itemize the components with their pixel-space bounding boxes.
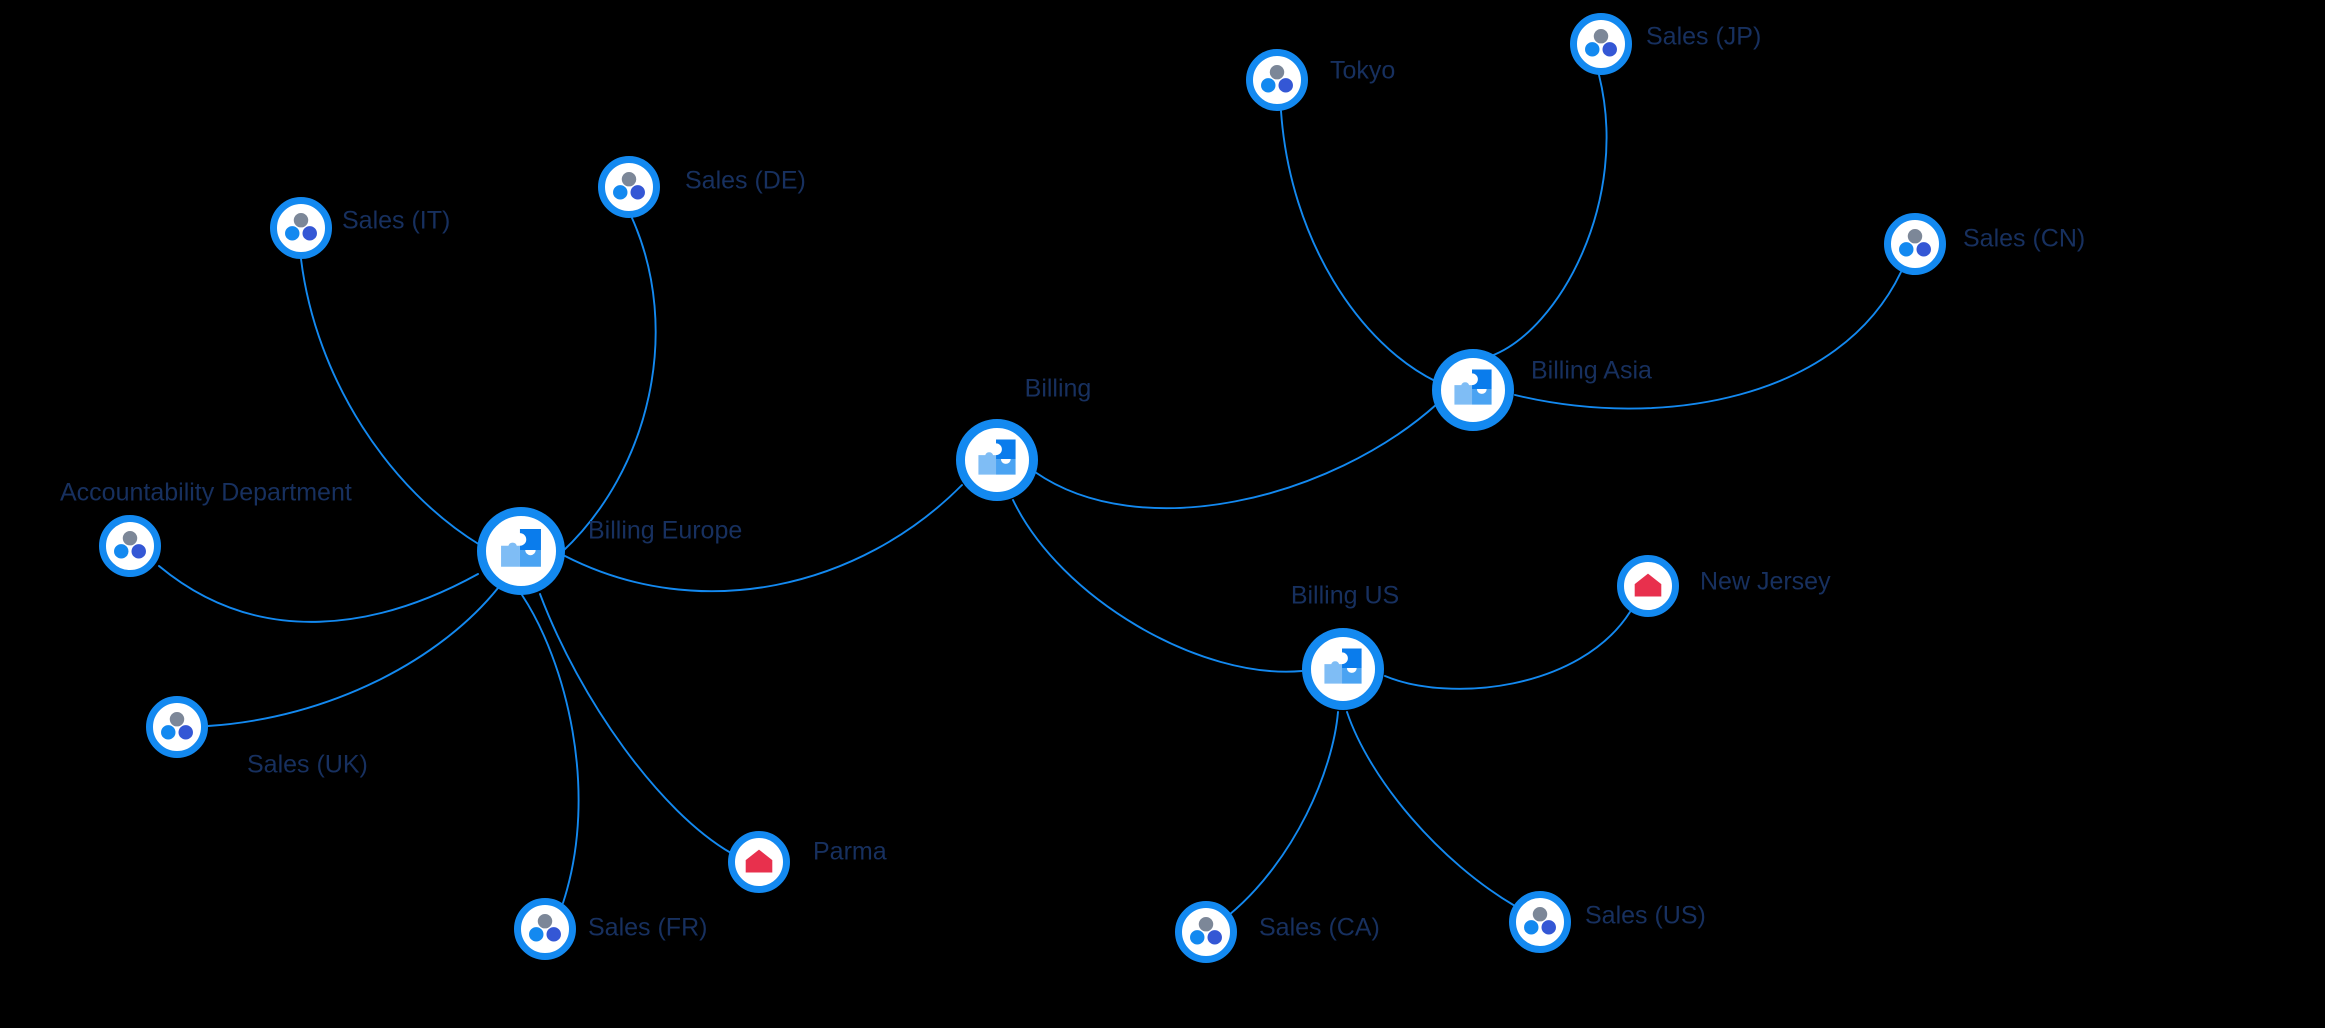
node-ring[interactable]	[1509, 891, 1571, 953]
graph-node-sales-ca[interactable]	[1175, 901, 1237, 963]
node-ring[interactable]	[146, 696, 208, 758]
graph-node-billing-us[interactable]	[1302, 628, 1384, 710]
graph-node-sales-it[interactable]	[270, 197, 332, 259]
node-ring[interactable]	[514, 898, 576, 960]
graph-node-sales-jp[interactable]	[1570, 13, 1632, 75]
node-ring[interactable]	[270, 197, 332, 259]
graph-edge[interactable]	[1012, 499, 1303, 673]
graph-edge[interactable]	[561, 217, 657, 553]
graph-node-sales-de[interactable]	[598, 156, 660, 218]
nodes-layer[interactable]	[99, 13, 1946, 963]
graph-node-new-jersey[interactable]	[1617, 555, 1679, 617]
graph-edge[interactable]	[1514, 271, 1902, 410]
node-label-billing-asia: Billing Asia	[1531, 357, 1652, 385]
graph-node-sales-uk[interactable]	[146, 696, 208, 758]
graph-edge[interactable]	[564, 484, 963, 593]
graph-edge[interactable]	[1490, 74, 1608, 357]
graph-node-billing-asia[interactable]	[1432, 349, 1514, 431]
node-label-billing: Billing	[1025, 375, 1092, 403]
node-label-billing-europe: Billing Europe	[588, 517, 742, 545]
node-ring[interactable]	[1884, 213, 1946, 275]
node-label-sales-uk: Sales (UK)	[247, 751, 368, 779]
node-label-sales-cn: Sales (CN)	[1963, 225, 2085, 253]
node-ring[interactable]	[99, 515, 161, 577]
graph-node-sales-cn[interactable]	[1884, 213, 1946, 275]
graph-edge[interactable]	[521, 594, 580, 904]
node-label-sales-fr: Sales (FR)	[588, 914, 707, 942]
graph-edge[interactable]	[1034, 403, 1438, 509]
graph-edge[interactable]	[1228, 711, 1339, 916]
graph-edge[interactable]	[300, 258, 481, 546]
graph-node-sales-fr[interactable]	[514, 898, 576, 960]
graph-edge[interactable]	[207, 587, 499, 727]
graph-node-accountability[interactable]	[99, 515, 161, 577]
node-ring[interactable]	[1570, 13, 1632, 75]
node-label-parma: Parma	[813, 838, 887, 866]
node-label-new-jersey: New Jersey	[1700, 568, 1831, 596]
node-label-billing-us: Billing US	[1291, 582, 1399, 610]
node-label-sales-de: Sales (DE)	[685, 167, 806, 195]
graph-edge[interactable]	[1280, 110, 1438, 383]
edges-layer	[158, 74, 1902, 916]
graph-node-parma[interactable]	[728, 831, 790, 893]
node-label-accountability: Accountability Department	[60, 479, 352, 507]
graph-edge[interactable]	[158, 565, 479, 623]
node-label-sales-us: Sales (US)	[1585, 902, 1706, 930]
node-label-sales-ca: Sales (CA)	[1259, 914, 1380, 942]
graph-edge[interactable]	[1346, 711, 1516, 907]
node-ring[interactable]	[1175, 901, 1237, 963]
graph-edge[interactable]	[539, 593, 732, 854]
graph-node-sales-us[interactable]	[1509, 891, 1571, 953]
graph-node-billing[interactable]	[956, 419, 1038, 501]
graph-node-billing-europe[interactable]	[477, 507, 565, 595]
graph-edge[interactable]	[1384, 611, 1631, 690]
node-ring[interactable]	[598, 156, 660, 218]
graph-node-tokyo[interactable]	[1246, 49, 1308, 111]
node-label-sales-jp: Sales (JP)	[1646, 23, 1761, 51]
node-label-tokyo: Tokyo	[1330, 57, 1395, 85]
node-label-sales-it: Sales (IT)	[342, 207, 450, 235]
node-ring[interactable]	[1246, 49, 1308, 111]
